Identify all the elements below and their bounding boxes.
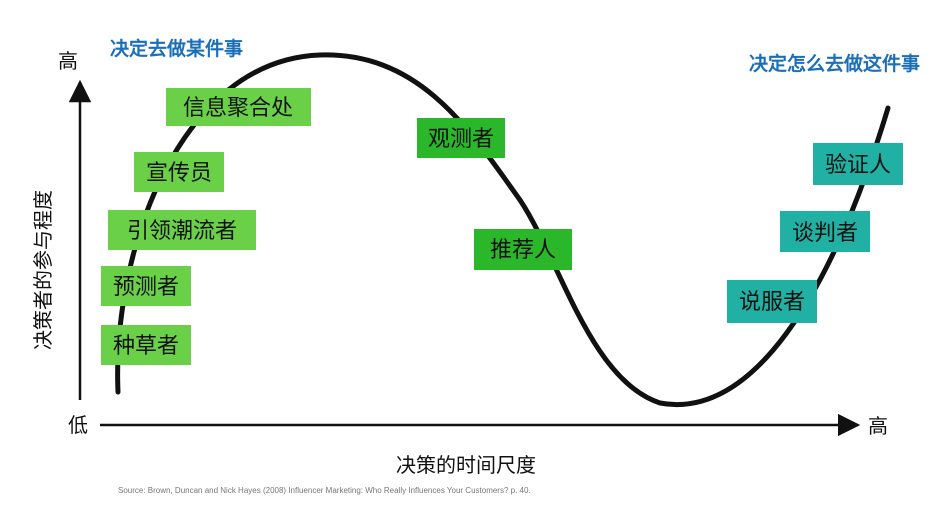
influence-curve	[115, 52, 891, 408]
svg-text:宣传员: 宣传员	[146, 161, 212, 186]
heading-left: 决定去做某件事	[110, 37, 243, 60]
y-axis-title: 决策者的参与程度	[31, 190, 55, 350]
role-box: 谈判者	[780, 211, 870, 252]
x-axis-high-label: 高	[868, 414, 888, 438]
y-axis-high-label: 高	[58, 49, 78, 73]
role-box: 推荐人	[474, 229, 572, 270]
svg-text:推荐人: 推荐人	[490, 238, 556, 263]
svg-text:验证人: 验证人	[825, 153, 891, 178]
role-box: 验证人	[813, 143, 903, 185]
role-box: 信息聚合处	[166, 88, 311, 126]
role-box: 宣传员	[134, 152, 224, 192]
svg-text:信息聚合处: 信息聚合处	[183, 96, 293, 121]
role-box: 引领潮流者	[108, 210, 256, 250]
svg-text:观测者: 观测者	[428, 127, 494, 152]
svg-text:说服者: 说服者	[739, 290, 805, 315]
y-axis-low-label: 低	[68, 413, 88, 437]
heading-right: 决定怎么去做这件事	[749, 52, 920, 75]
svg-text:引领潮流者: 引领潮流者	[127, 219, 237, 244]
svg-text:谈判者: 谈判者	[792, 221, 858, 246]
svg-text:预测者: 预测者	[113, 275, 179, 300]
x-axis-title: 决策的时间尺度	[396, 453, 536, 477]
svg-text:种草者: 种草者	[113, 334, 179, 359]
source-citation: Source: Brown, Duncan and Nick Hayes (20…	[118, 486, 531, 495]
role-box: 种草者	[101, 325, 191, 365]
role-box: 预测者	[101, 266, 191, 306]
role-box: 说服者	[727, 280, 817, 323]
role-box: 观测者	[417, 118, 505, 158]
